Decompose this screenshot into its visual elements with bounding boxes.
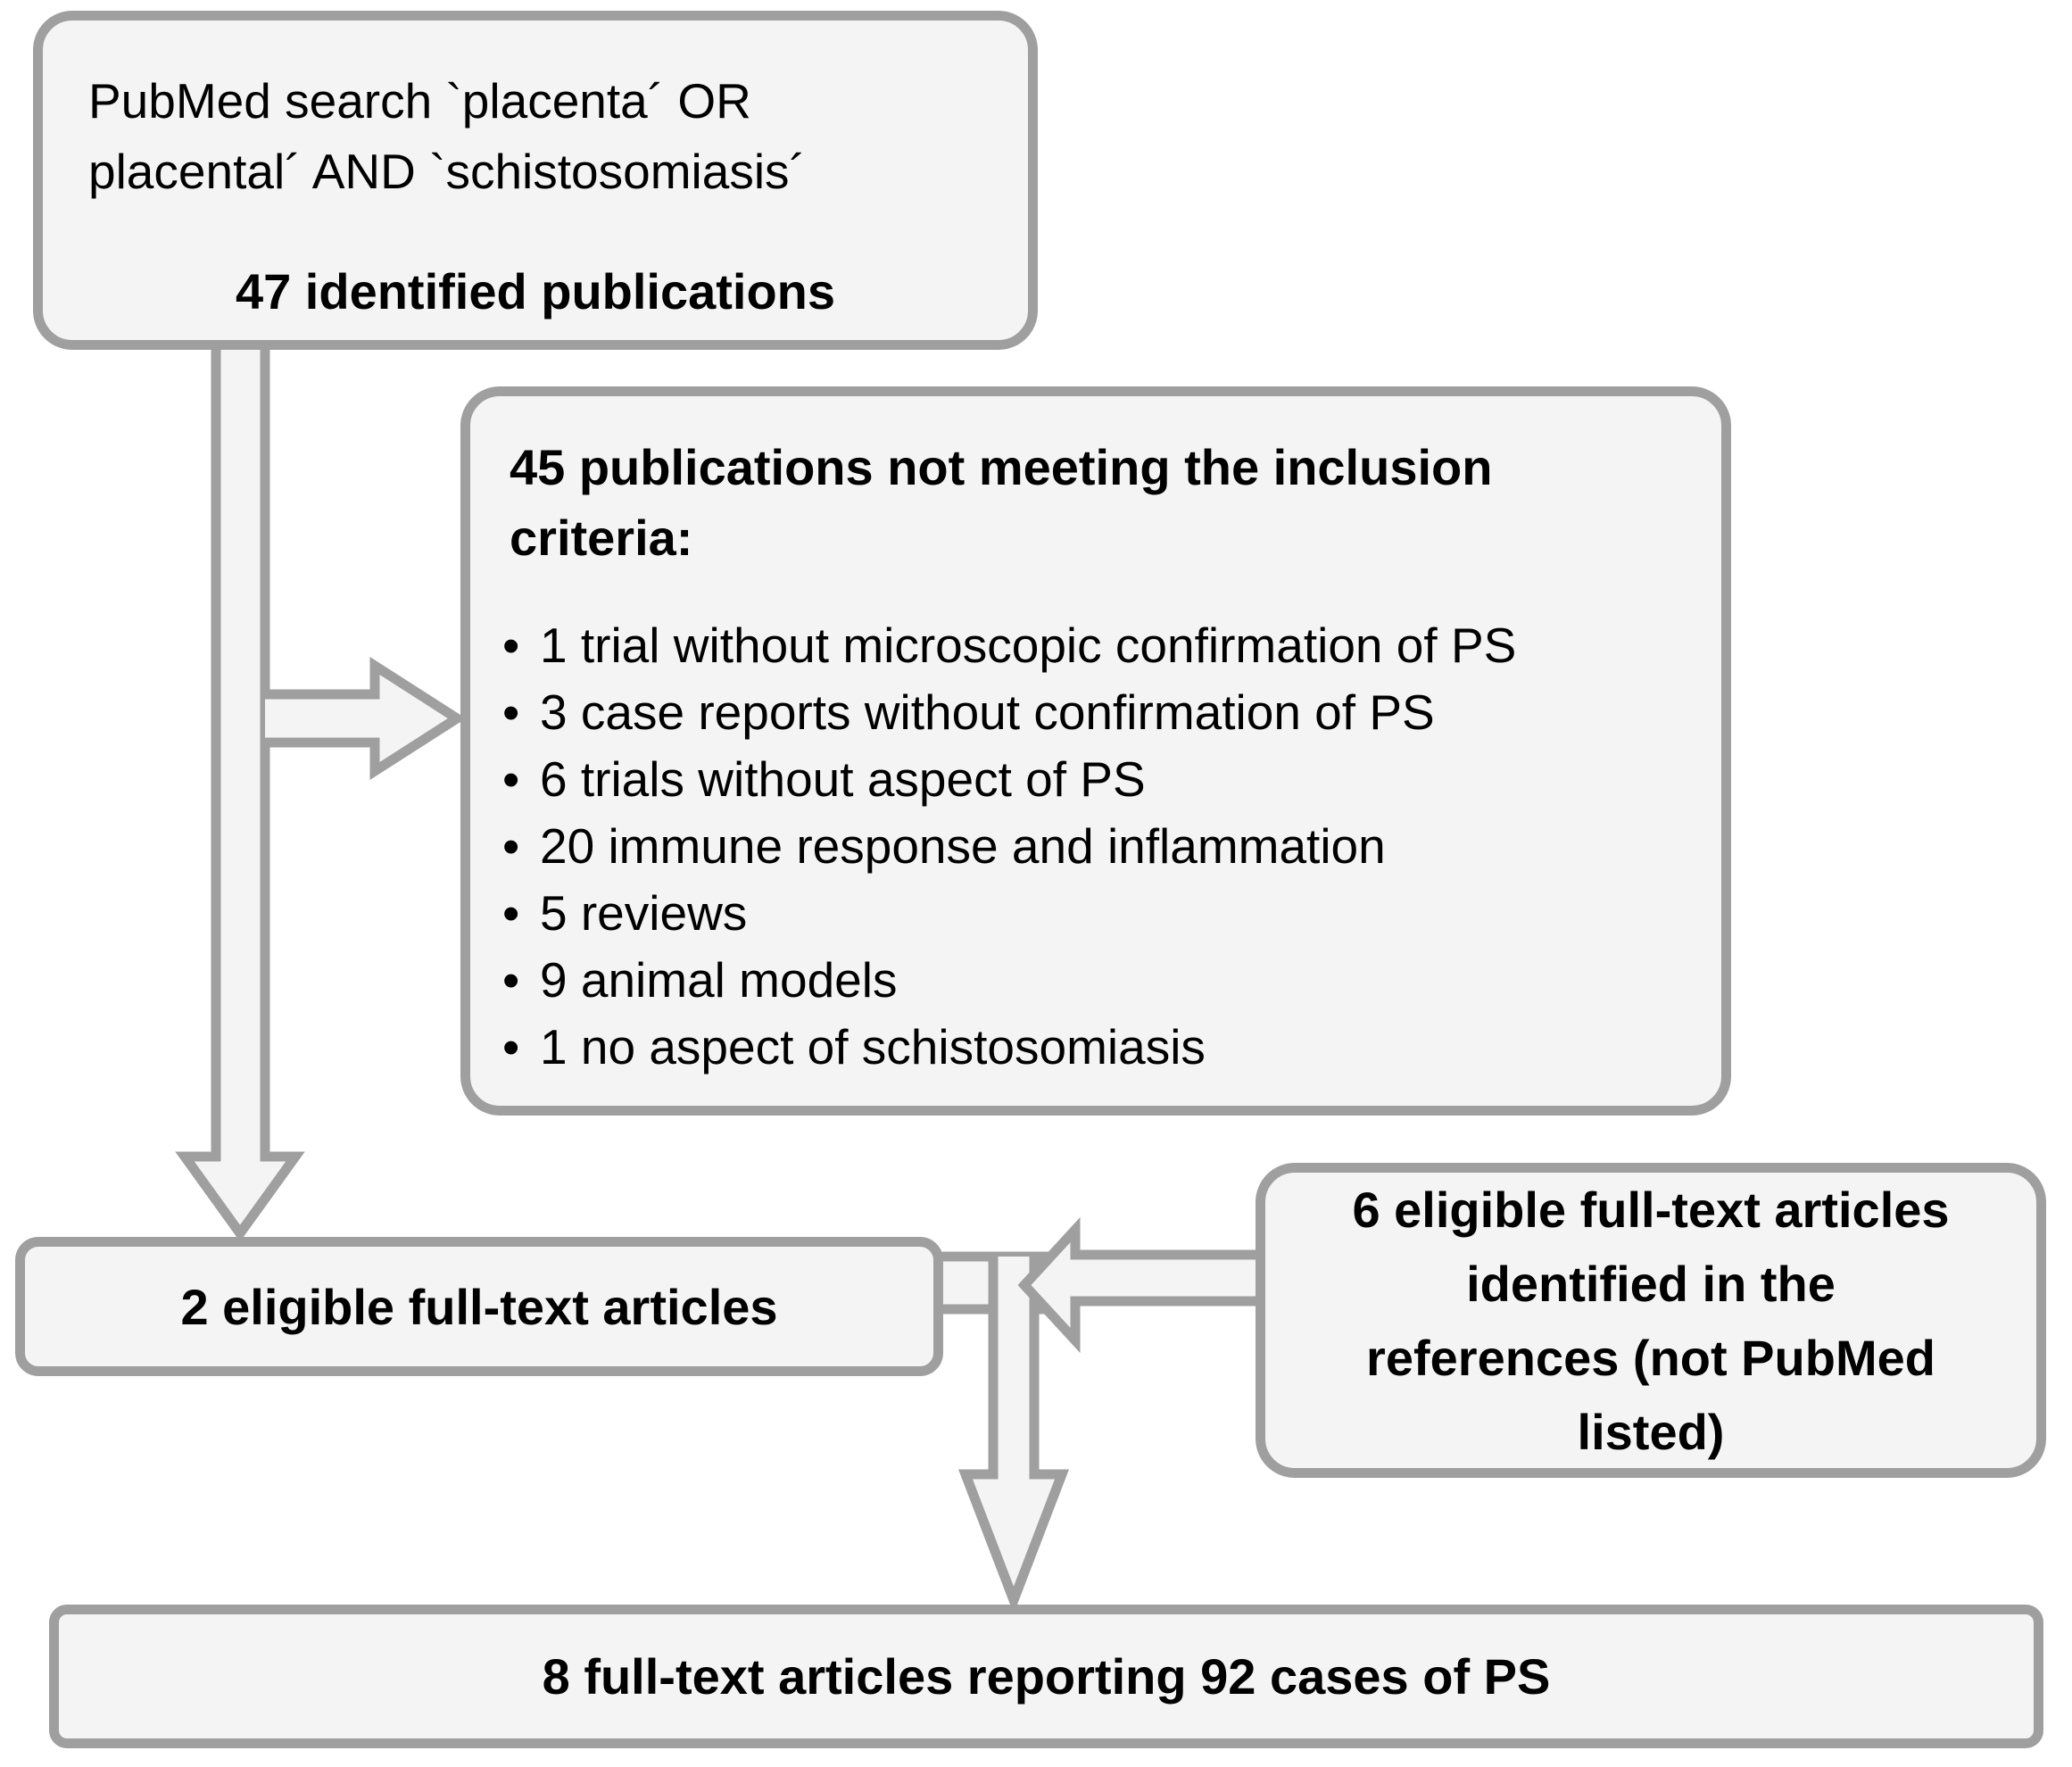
bullet-icon: • xyxy=(502,751,520,807)
eligible-references-line2: identified in the xyxy=(1466,1255,1836,1312)
eligible-pubmed-box: 2 eligible full-text articles xyxy=(15,1237,943,1376)
eligible-references-box: 6 eligible full-text articles identified… xyxy=(1256,1163,2046,1478)
bullet-icon: • xyxy=(502,684,520,740)
excluded-box: 45 publications not meeting the inclusio… xyxy=(460,386,1731,1116)
eligible-references-line1: 6 eligible full-text articles xyxy=(1352,1181,1950,1238)
eligible-references-line4: listed) xyxy=(1577,1403,1725,1460)
search-result-count: 47 identified publications xyxy=(235,263,836,319)
excluded-item-text: 5 reviews xyxy=(540,885,748,941)
eligible-pubmed-label: 2 eligible full-text articles xyxy=(180,1278,778,1335)
excluded-item-text: 1 trial without microscopic confirmation… xyxy=(540,618,1517,673)
excluded-item-text: 1 no aspect of schistosomiasis xyxy=(540,1019,1206,1074)
search-query: PubMed search `placenta´ OR placental´ A… xyxy=(88,66,806,207)
total-label: 8 full-text articles reporting 92 cases … xyxy=(542,1648,1551,1705)
search-box: PubMed search `placenta´ OR placental´ A… xyxy=(33,11,1038,350)
arrow-right-to-excluded-icon xyxy=(265,656,467,781)
eligible-references-line3: references (not PubMed xyxy=(1366,1329,1935,1386)
excluded-list: • 1 trial without microscopic confirmati… xyxy=(502,612,1516,1081)
bullet-icon: • xyxy=(502,885,520,941)
excluded-heading-line1: 45 publications not meeting the inclusio… xyxy=(510,439,1493,495)
excluded-item: • 20 immune response and inflammation xyxy=(502,813,1516,880)
bullet-icon: • xyxy=(502,818,520,874)
bullet-icon: • xyxy=(502,1019,520,1074)
bullet-icon: • xyxy=(502,618,520,673)
bullet-icon: • xyxy=(502,952,520,1008)
excluded-item: • 6 trials without aspect of PS xyxy=(502,746,1516,813)
excluded-item: • 5 reviews xyxy=(502,880,1516,947)
excluded-item: • 1 no aspect of schistosomiasis xyxy=(502,1014,1516,1081)
excluded-item: • 9 animal models xyxy=(502,947,1516,1014)
excluded-item-text: 3 case reports without confirmation of P… xyxy=(540,684,1435,740)
search-query-line2: placental´ AND `schistosomiasis´ xyxy=(88,144,806,199)
excluded-item-text: 20 immune response and inflammation xyxy=(540,818,1386,874)
total-box: 8 full-text articles reporting 92 cases … xyxy=(49,1605,2043,1748)
arrow-left-from-references-icon xyxy=(1017,1216,1261,1354)
excluded-item: • 3 case reports without confirmation of… xyxy=(502,679,1516,746)
arrow-down-to-total-icon xyxy=(958,1257,1069,1614)
excluded-heading: 45 publications not meeting the inclusio… xyxy=(510,432,1492,573)
search-query-line1: PubMed search `placenta´ OR xyxy=(88,73,751,129)
arrow-down-search-to-eligible-icon xyxy=(175,344,305,1242)
excluded-item: • 1 trial without microscopic confirmati… xyxy=(502,612,1516,679)
excluded-item-text: 9 animal models xyxy=(540,952,898,1008)
excluded-heading-line2: criteria: xyxy=(510,510,693,566)
excluded-item-text: 6 trials without aspect of PS xyxy=(540,751,1146,807)
